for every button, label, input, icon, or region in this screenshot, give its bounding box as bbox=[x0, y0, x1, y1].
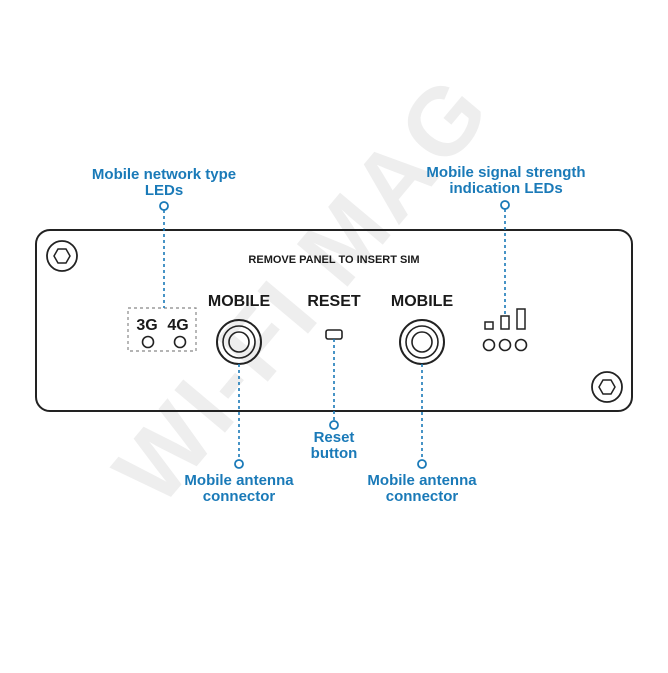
callout-antenna-right-line2: connector bbox=[386, 488, 459, 505]
label-4g: 4G bbox=[167, 317, 188, 334]
led-4g bbox=[173, 335, 187, 349]
label-3g: 3G bbox=[136, 317, 157, 334]
callout-network-type-line1: Mobile network type bbox=[92, 166, 236, 183]
callout-signal-line2: indication LEDs bbox=[449, 180, 562, 197]
signal-strength-leds bbox=[482, 338, 528, 352]
anchor-dot-network-type bbox=[159, 201, 169, 211]
panel-header: REMOVE PANEL TO INSERT SIM bbox=[248, 254, 419, 266]
led-3g bbox=[141, 335, 155, 349]
label-reset: RESET bbox=[307, 293, 361, 310]
signal-strength-bars-icon bbox=[484, 308, 526, 330]
screw-icon-top-left bbox=[46, 240, 78, 272]
callout-reset-line2: button bbox=[311, 445, 358, 462]
label-mobile-right: MOBILE bbox=[391, 293, 454, 310]
callout-network-type-line2: LEDs bbox=[145, 182, 183, 199]
anchor-dot-antenna-left bbox=[234, 459, 244, 469]
callout-antenna-left-line1: Mobile antenna bbox=[184, 472, 294, 489]
callout-reset-line1: Reset bbox=[314, 429, 355, 446]
label-mobile-left: MOBILE bbox=[208, 293, 271, 310]
callout-antenna-left-line2: connector bbox=[203, 488, 276, 505]
screw-icon-bottom-right bbox=[591, 371, 623, 403]
antenna-connector-right bbox=[399, 319, 445, 365]
anchor-dot-signal bbox=[500, 200, 510, 210]
callout-antenna-right-line1: Mobile antenna bbox=[367, 472, 477, 489]
anchor-dot-antenna-right bbox=[417, 459, 427, 469]
network-type-led-box bbox=[127, 307, 197, 352]
anchor-dot-reset bbox=[329, 420, 339, 430]
callout-signal-line1: Mobile signal strength bbox=[426, 164, 585, 181]
watermark-text: WI-FI MAG bbox=[94, 55, 511, 523]
